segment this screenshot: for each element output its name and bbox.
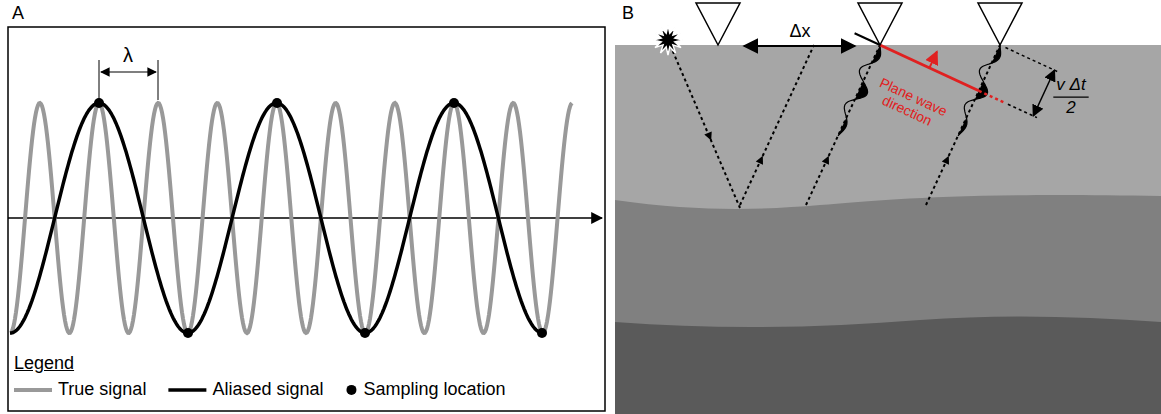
legend-text: Sampling location — [363, 380, 505, 400]
label: λ — [123, 44, 133, 66]
label: A — [12, 4, 24, 24]
sampling-dot — [183, 328, 193, 338]
ray-arrowhead — [822, 156, 829, 165]
ray-arrowhead — [704, 131, 711, 140]
dimension-arrow — [1033, 70, 1054, 116]
ray — [926, 45, 1000, 205]
layer-bottom — [615, 316, 1161, 414]
label: Δx — [789, 22, 810, 42]
label: v Δt — [1056, 76, 1085, 95]
label: Legend — [14, 354, 74, 374]
label: B — [622, 4, 634, 24]
legend-text: True signal — [58, 380, 146, 400]
layer-middle — [615, 195, 1161, 414]
receiver-triangle — [978, 3, 1022, 45]
fraction-bar — [1053, 96, 1088, 97]
legend-sample — [14, 388, 52, 392]
spacing-arrow — [744, 45, 855, 47]
ray-arrowhead — [756, 156, 763, 165]
seismic-rays — [653, 3, 1089, 208]
legend-sample — [168, 388, 206, 392]
extension-line — [1008, 104, 1037, 117]
label: 2 — [1066, 99, 1075, 118]
sampling-dot — [272, 98, 282, 108]
ray-arrowhead — [942, 156, 949, 165]
wavelet-lobe — [838, 45, 881, 136]
panel-frame — [8, 27, 605, 411]
receiver-triangle — [696, 3, 740, 45]
sampling-dot — [449, 98, 459, 108]
signals — [10, 98, 572, 338]
ray — [806, 45, 880, 205]
legend-sample — [346, 385, 356, 395]
wavelet — [838, 45, 881, 136]
sampling-dot — [537, 328, 547, 338]
layer-top — [615, 45, 1161, 414]
axis — [8, 217, 602, 219]
aliased-signal — [10, 103, 542, 333]
bracket-tick — [99, 60, 100, 100]
direction-arrow — [929, 52, 937, 68]
ray — [668, 40, 740, 208]
wavelength-arrow — [101, 71, 156, 72]
ray — [740, 45, 814, 205]
sampling-dot — [360, 328, 370, 338]
wavefront-extension — [979, 91, 1006, 104]
extension-line — [1005, 48, 1058, 72]
legend-text: Aliased signal — [212, 380, 323, 400]
source-star — [653, 25, 683, 55]
true-signal — [10, 103, 572, 333]
receiver-triangle — [858, 3, 902, 45]
bracket-tick — [158, 60, 159, 100]
